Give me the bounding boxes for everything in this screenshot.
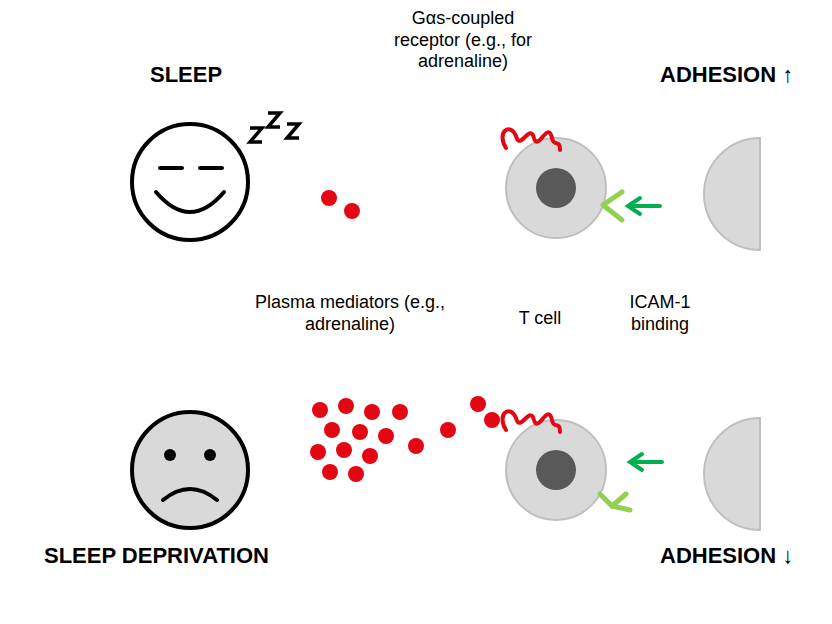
icam-arrow <box>630 454 662 470</box>
t-cell <box>506 420 606 520</box>
t-cell <box>506 138 606 238</box>
outcome-label: ADHESION ↑ <box>660 62 793 88</box>
outcome-label: ADHESION ↓ <box>660 543 793 569</box>
receptor-symbol <box>503 411 561 432</box>
zzz-symbol <box>250 113 299 142</box>
cell-label: T cell <box>500 308 580 330</box>
receptor-label: Gαs-coupled receptor (e.g., for adrenali… <box>378 8 548 73</box>
integrin-symbol <box>603 192 622 220</box>
cell-half-disc <box>704 138 760 250</box>
icam-arrow <box>628 198 660 214</box>
bound-mediator <box>484 412 500 428</box>
mediator-dots <box>310 396 486 482</box>
mediator-label: Plasma mediators (e.g., adrenaline) <box>250 292 450 335</box>
receptor-symbol <box>503 129 561 150</box>
heading: SLEEP DEPRIVATION <box>44 543 269 569</box>
sad-face <box>132 412 248 528</box>
cell-half-disc <box>704 418 760 530</box>
mediator-dots <box>321 190 360 219</box>
integrin-symbol <box>600 494 630 510</box>
heading: SLEEP <box>150 62 222 88</box>
binding-label: ICAM-1 binding <box>605 292 715 335</box>
happy-face <box>132 124 248 240</box>
